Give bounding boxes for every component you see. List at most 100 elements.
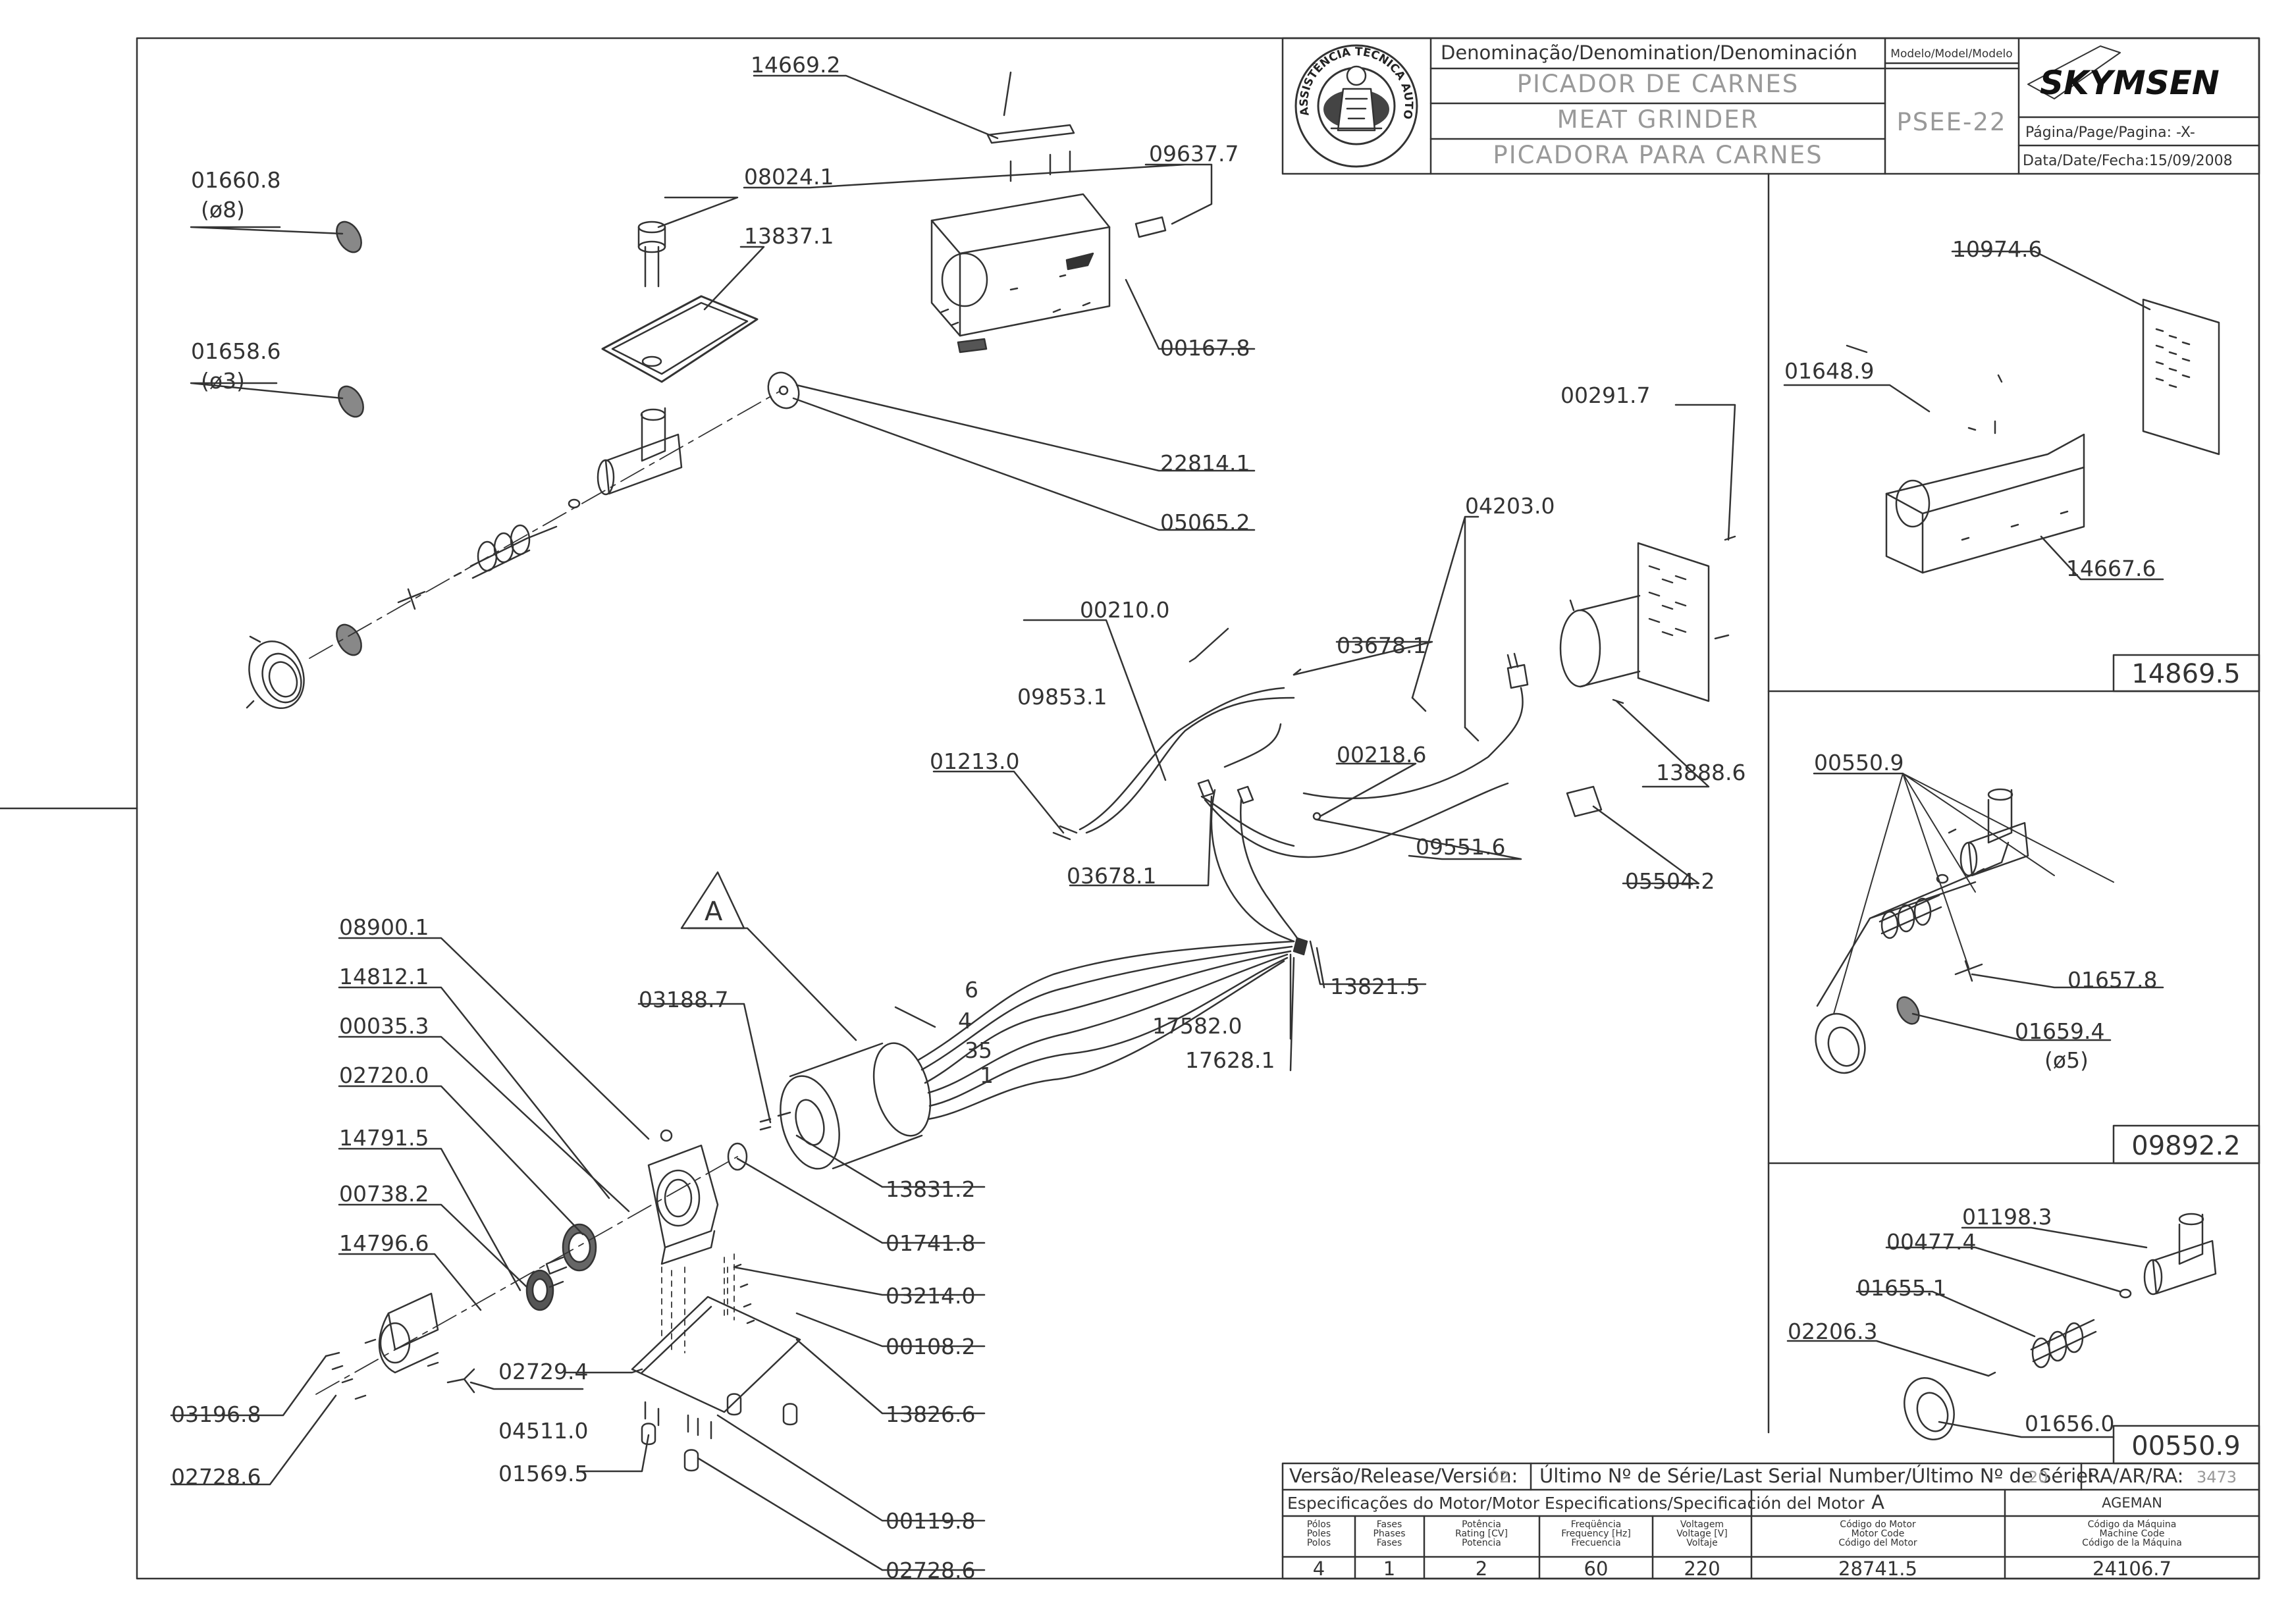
part-label-01658-6: 01658.6 (191, 338, 280, 364)
part-label-09853-1: 09853.1 (1017, 684, 1107, 710)
part-label-00218-6: 00218.6 (1337, 742, 1426, 768)
part-label-00738-2: 00738.2 (339, 1181, 429, 1207)
panel-number-3: 00550.9 (2131, 1431, 2240, 1461)
part-label-01569-5: 01569.5 (498, 1461, 588, 1486)
part-label-00167-8: 00167.8 (1160, 335, 1250, 361)
svg-text:ASSISTÊNCIA TÉCNICA AUTORIZADA: ASSISTÊNCIA TÉCNICA AUTORIZADA (0, 0, 1415, 120)
spec-value-6: 24106.7 (2092, 1558, 2172, 1580)
part-label-00035-3: 00035.3 (339, 1013, 429, 1039)
drawing-frame (0, 37, 2260, 1580)
version-label: Versão/Release/Versión: (1289, 1465, 1518, 1487)
part-label-13837-1: 13837.1 (744, 223, 834, 249)
brand-text: SKYMSEN (2040, 64, 2220, 102)
part-label-22814-1: 22814.1 (1160, 450, 1250, 476)
spec-header-6-1: Machine Code (2100, 1529, 2165, 1539)
version-value: 02 (1489, 1468, 1510, 1486)
wire-number-4: 4 (958, 1008, 972, 1034)
part-label-03678-1-bottom: 03678.1 (1067, 863, 1156, 889)
part-label-00119-8: 00119.8 (886, 1508, 975, 1534)
part-label-01660-8: 01660.8 (191, 167, 280, 193)
motor-reference-letter: A (705, 897, 723, 927)
spec-header-3-0: Freqüência (1571, 1519, 1622, 1530)
panel-number-2: 09892.2 (2131, 1131, 2240, 1161)
part-label-03214-0: 03214.0 (886, 1283, 975, 1309)
part-label-00550-9: 00550.9 (1814, 750, 1904, 775)
part-label-03678-1-top: 03678.1 (1337, 633, 1426, 658)
seal-text: ASSISTÊNCIA TÉCNICA AUTORIZADA (0, 0, 1415, 120)
part-label-05065-2: 05065.2 (1160, 510, 1250, 535)
part-label-10974-6: 10974.6 (1952, 236, 2042, 262)
spec-value-0: 4 (1313, 1558, 1325, 1580)
part-label-04203-0: 04203.0 (1465, 493, 1555, 519)
spec-header-5-0: Código do Motor (1840, 1519, 1916, 1530)
part-label-04511-0: 04511.0 (498, 1418, 588, 1444)
motor-gear-assembly (170, 871, 1295, 1571)
page-label: Página/Page/Pagina: -X- (2025, 124, 2195, 141)
serial-value: 20 (2028, 1468, 2048, 1486)
ra-label: RA/AR/RA: (2087, 1465, 2183, 1487)
spec-header-0-2: Polos (1307, 1538, 1331, 1548)
panel-2-grinder (1813, 772, 2164, 1074)
part-label-14812-1: 14812.1 (339, 964, 429, 989)
spec-header-4-2: Voltaje (1686, 1538, 1718, 1548)
spec-header-2-0: Potência (1462, 1519, 1501, 1530)
denomination-header: Denominação/Denomination/Denominación (1441, 41, 1857, 64)
motor-spec-label: Especificações do Motor/Motor Especifica… (1287, 1494, 1865, 1513)
part-label-17628-1: 17628.1 (1185, 1047, 1275, 1073)
spec-header-5-1: Motor Code (1852, 1529, 1905, 1539)
spec-value-3: 60 (1584, 1558, 1609, 1580)
part-label-13888-6: 13888.6 (1656, 760, 1746, 785)
spec-header-0-0: Pólos (1307, 1519, 1331, 1530)
part-label-13826-6: 13826.6 (886, 1401, 975, 1427)
part-label-00108-2: 00108.2 (886, 1334, 975, 1359)
part-label-08900-1: 08900.1 (339, 914, 429, 940)
title-en: MEAT GRINDER (1557, 105, 1759, 134)
right-panels-frame: 14869.5 09892.2 00550.9 (1767, 172, 2260, 1465)
panel-1-housing (1783, 250, 2220, 581)
spec-header-3-1: Frequency [Hz] (1561, 1529, 1631, 1539)
spec-header-2-2: Potencia (1462, 1538, 1501, 1548)
panel-number-1: 14869.5 (2131, 659, 2240, 689)
part-label-01657-8: 01657.8 (2067, 967, 2157, 993)
panel-3-grinder (1786, 1213, 2217, 1441)
part-label-14796-6: 14796.6 (339, 1230, 429, 1256)
spec-value-1: 1 (1383, 1558, 1395, 1580)
spec-header-6-0: Código da Máquina (2088, 1519, 2177, 1530)
model-header: Modelo/Model/Modelo (1890, 47, 2012, 61)
part-label-02206-3: 02206.3 (1788, 1319, 1877, 1344)
motor-letter: A (1871, 1491, 1884, 1513)
part-label-13831-2: 13831.2 (886, 1176, 975, 1202)
part-label-05504-2: 05504.2 (1625, 868, 1715, 894)
feed-assembly (190, 71, 1256, 709)
brand-logo: SKYMSEN (2027, 45, 2220, 102)
part-label-01655-1: 01655.1 (1857, 1275, 1946, 1301)
spec-header-4-1: Voltage [V] (1676, 1529, 1727, 1539)
part-label-02728-6-bottom: 02728.6 (886, 1558, 975, 1583)
date-label: Data/Date/Fecha:15/09/2008 (2023, 153, 2233, 169)
part-label-13821-5: 13821.5 (1330, 974, 1420, 999)
ra-value: 3473 (2197, 1468, 2237, 1486)
title-es: PICADORA PARA CARNES (1493, 141, 1823, 169)
part-label-00477-4: 00477.4 (1886, 1229, 1976, 1255)
part-label-00291-7: 00291.7 (1560, 382, 1650, 408)
spec-value-4: 220 (1684, 1558, 1720, 1580)
part-label-09637-7: 09637.7 (1149, 141, 1239, 167)
part-label-14791-5: 14791.5 (339, 1125, 429, 1151)
part-label-14667-6: 14667.6 (2066, 556, 2156, 581)
model-value: PSEE-22 (1897, 108, 2007, 136)
part-label-01213-0: 01213.0 (930, 748, 1019, 774)
part-label-01198-3: 01198.3 (1962, 1204, 2052, 1230)
part-label-17582-0: 17582.0 (1152, 1013, 1242, 1039)
manufacturer: AGEMAN (2102, 1495, 2162, 1511)
spec-header-1-1: Phases (1373, 1529, 1405, 1539)
part-label-03188-7: 03188.7 (639, 987, 728, 1012)
part-label-09551-6: 09551.6 (1416, 834, 1505, 860)
part-label-01659-4: 01659.4 (2015, 1018, 2104, 1044)
motor-spec-columns: PólosPolesPolos4FasesPhasesFases1Potênci… (1307, 1519, 2182, 1580)
spec-header-0-1: Poles (1307, 1529, 1331, 1539)
part-label-01741-8: 01741.8 (886, 1230, 975, 1256)
part-label-14669-2: 14669.2 (751, 52, 840, 78)
spec-header-4-0: Voltagem (1680, 1519, 1724, 1530)
spec-header-3-2: Frecuencia (1571, 1538, 1620, 1548)
